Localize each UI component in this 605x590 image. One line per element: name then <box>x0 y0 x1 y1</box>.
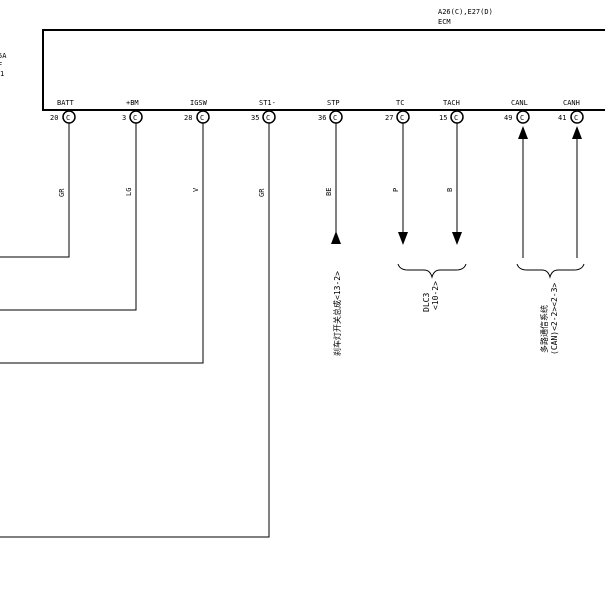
pin-circle-27: C <box>396 110 410 124</box>
ecm-name: ECM <box>438 18 451 26</box>
pin-circle-35: C <box>262 110 276 124</box>
arrow-up-canh <box>572 126 582 139</box>
pin-circle-36: C <box>329 110 343 124</box>
pin-circle-28: C <box>196 110 210 124</box>
pin-label-batt: BATT <box>57 99 75 107</box>
wire-bm <box>0 123 137 311</box>
pin-label-bm: +BM <box>126 99 139 107</box>
ecm-connector-ids: A26(C),E27(D) <box>438 8 493 16</box>
pin-circle-41: C <box>570 110 584 124</box>
pin-label-igsw: IGSW <box>190 99 208 107</box>
dest-stop-light-switch: 刹车灯开关总成<13-2> <box>332 271 342 356</box>
pin-number-28: 28 <box>184 114 192 122</box>
svg-text:C: C <box>574 114 578 122</box>
edge-fragment-2: F <box>0 61 2 69</box>
svg-text:C: C <box>333 114 337 122</box>
pin-number-15: 15 <box>439 114 447 122</box>
pin-number-49: 49 <box>504 114 512 122</box>
dest-dlc3-ref: <10-2> <box>431 281 440 310</box>
pin-label-canl: CANL <box>511 99 528 107</box>
pin-circle-3: C <box>129 110 143 124</box>
wire-color-batt: GR <box>58 188 66 197</box>
svg-text:C: C <box>66 114 70 122</box>
wire-color-st1: GR <box>258 188 266 197</box>
arrow-up-stp <box>331 231 341 244</box>
pin-label-canh: CANH <box>563 99 580 107</box>
wire-color-tc: P <box>392 188 400 192</box>
svg-text:C: C <box>400 114 404 122</box>
wire-st1 <box>0 123 270 538</box>
pin-number-36: 36 <box>318 114 326 122</box>
edge-fragment-1: 5A <box>0 52 7 60</box>
dest-dlc3: DLC3 <box>422 293 431 312</box>
wire-color-stp: BE <box>325 188 333 196</box>
wire-color-bm: LG <box>125 188 133 196</box>
wire-igsw <box>0 123 204 364</box>
pin-number-3: 3 <box>122 114 126 122</box>
bracket-dlc3 <box>397 263 467 279</box>
wire-color-igsw: V <box>192 187 200 192</box>
pin-number-20: 20 <box>50 114 58 122</box>
pin-number-41: 41 <box>558 114 566 122</box>
dest-can-ref: (CAN)<2-2><2-3> <box>550 283 559 355</box>
bracket-can <box>516 263 585 279</box>
pin-number-27: 27 <box>385 114 393 122</box>
pin-circle-49: C <box>516 110 530 124</box>
arrow-down-tc <box>398 232 408 245</box>
svg-text:C: C <box>520 114 524 122</box>
svg-text:C: C <box>133 114 137 122</box>
ecm-box <box>42 29 605 111</box>
pin-label-st1: ST1- <box>259 99 276 107</box>
pin-circle-15: C <box>450 110 464 124</box>
pin-label-stp: STP <box>327 99 340 107</box>
arrow-up-canl <box>518 126 528 139</box>
svg-text:C: C <box>266 114 270 122</box>
svg-text:C: C <box>200 114 204 122</box>
dest-can: 多路通信系统 <box>539 305 549 353</box>
svg-text:C: C <box>454 114 458 122</box>
arrow-down-tach <box>452 232 462 245</box>
wire-batt <box>0 123 70 258</box>
edge-fragment-3: 1 <box>0 70 4 78</box>
wire-color-tach: B <box>446 188 454 192</box>
pin-circle-20: C <box>62 110 76 124</box>
pin-number-35: 35 <box>251 114 259 122</box>
pin-label-tc: TC <box>396 99 404 107</box>
pin-label-tach: TACH <box>443 99 460 107</box>
